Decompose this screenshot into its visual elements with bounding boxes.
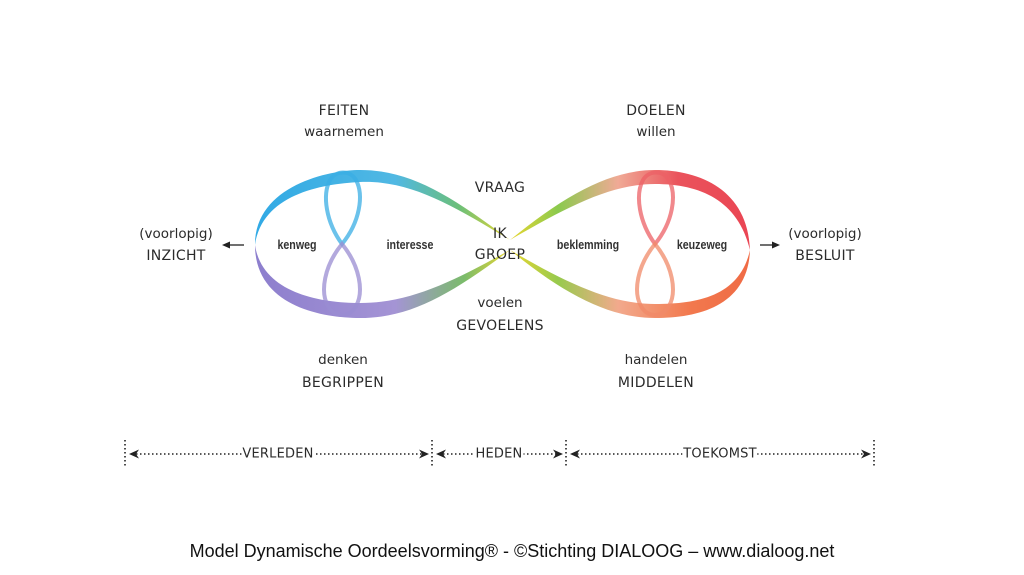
- arrowhead-right-icon: [419, 449, 429, 459]
- label-feiten: FEITEN: [318, 103, 370, 119]
- arrowhead-right-icon: [861, 449, 871, 459]
- left-loop-bottom-band: [255, 245, 510, 318]
- label-voelen: voelen: [477, 295, 523, 311]
- label-beklemming: beklemming: [556, 237, 620, 252]
- timeline-label-toekomst: TOEKOMST: [682, 446, 758, 462]
- label-groep: GROEP: [474, 247, 526, 263]
- right-loop-bottom-band: [510, 250, 750, 318]
- label-vraag: VRAAG: [474, 180, 526, 196]
- arrowhead-right-icon: [553, 449, 563, 459]
- right-loop-top-band: [510, 170, 750, 250]
- left-inner-figure8-bottom: [322, 240, 362, 317]
- left-inner-figure8-top: [324, 170, 362, 248]
- label-begrippen: BEGRIPPEN: [301, 375, 385, 391]
- label-interesse: interesse: [386, 237, 434, 252]
- label-kenweg: kenweg: [277, 237, 317, 252]
- label-gevoelens: GEVOELENS: [456, 318, 544, 334]
- label-doelen: DOELEN: [626, 103, 686, 119]
- label-willen: willen: [636, 124, 676, 140]
- label-ik: IK: [493, 226, 507, 242]
- left-arrow-icon: [222, 241, 244, 249]
- arrowhead-left-icon: [129, 449, 139, 459]
- right-arrow-icon: [760, 241, 780, 249]
- arrowhead-left-icon: [570, 449, 580, 459]
- label-handelen: handelen: [624, 352, 688, 368]
- label-besluit: BESLUIT: [795, 248, 855, 264]
- label-voorlopig-left: (voorlopig): [139, 226, 213, 242]
- label-voorlopig-right: (voorlopig): [788, 226, 862, 242]
- timeline-label-verleden: VERLEDEN: [241, 446, 315, 462]
- right-inner-figure8-bottom: [635, 240, 675, 317]
- right-inner-figure8-top: [637, 170, 675, 248]
- left-loop-top-band: [255, 170, 510, 245]
- label-keuzeweg: keuzeweg: [676, 237, 728, 252]
- label-inzicht: INZICHT: [146, 248, 206, 264]
- arrowhead-left-icon: [436, 449, 446, 459]
- timeline-label-heden: HEDEN: [474, 446, 524, 462]
- label-denken: denken: [318, 352, 368, 368]
- label-waarnemen: waarnemen: [304, 124, 384, 140]
- label-middelen: MIDDELEN: [617, 375, 695, 391]
- footer-caption: Model Dynamische Oordeelsvorming® - ©Sti…: [189, 541, 835, 561]
